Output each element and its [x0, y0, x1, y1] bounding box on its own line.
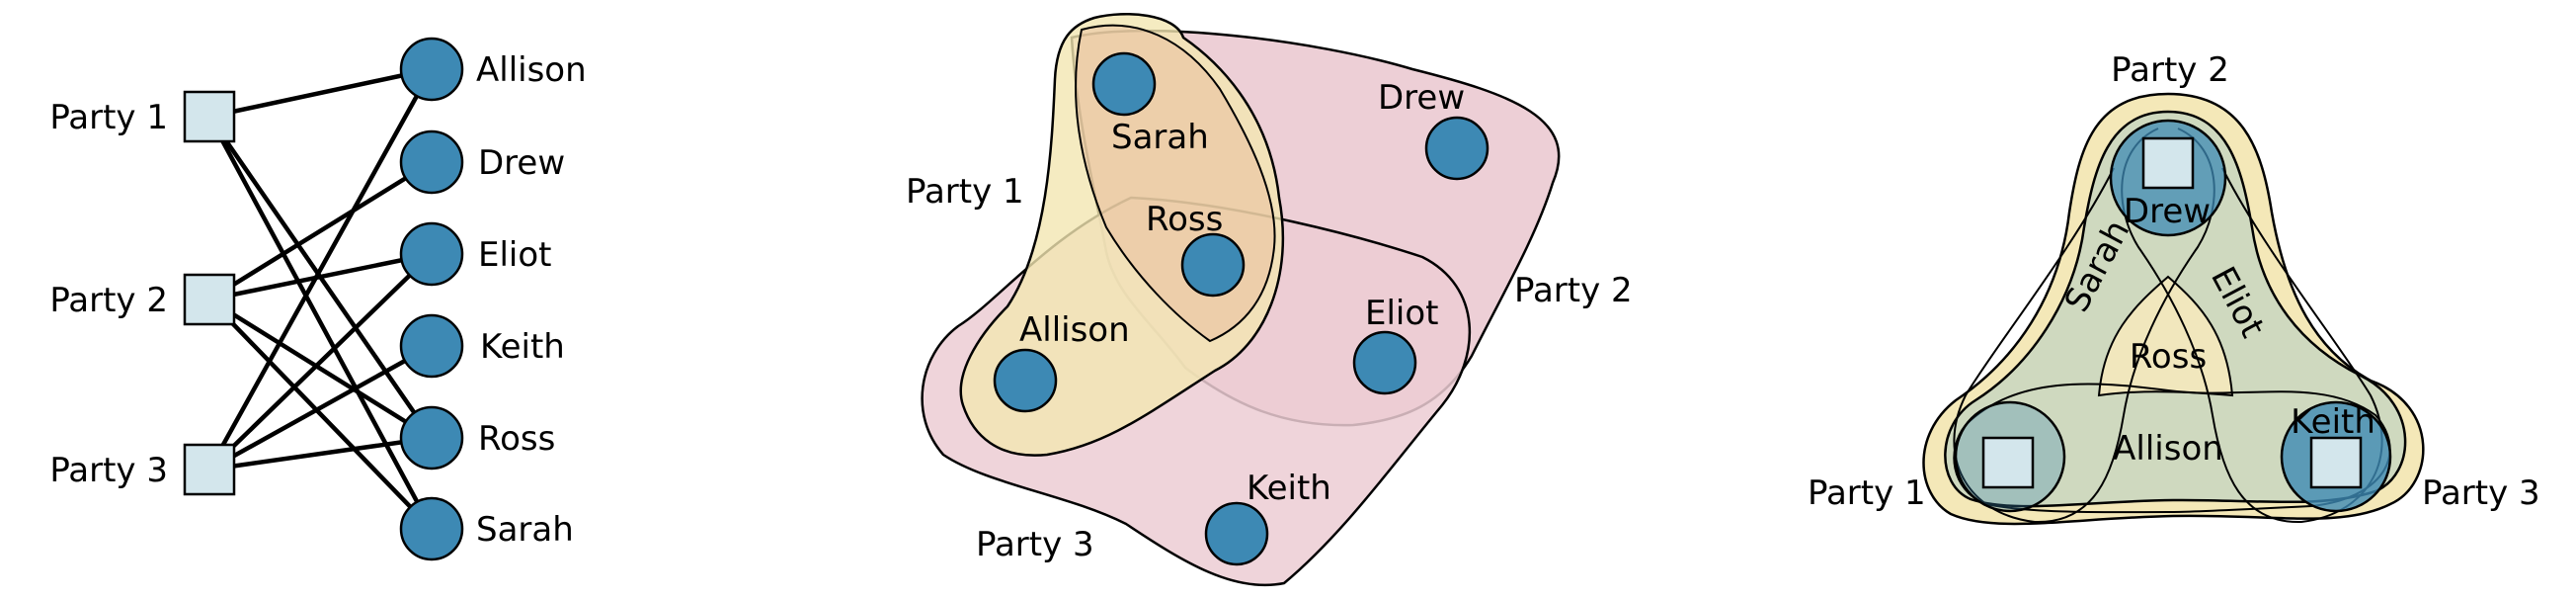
dual-party-node-1 [1981, 436, 2035, 489]
party-node-3 [183, 443, 236, 496]
hyper-node-sarah [1091, 51, 1157, 117]
edge-party3-eliot [206, 251, 435, 472]
edge-party2-drew [206, 159, 435, 302]
bipartite-edges [206, 66, 435, 532]
hyper-party-label-3: Party 3 [976, 525, 1094, 564]
hyper-node-keith [1204, 501, 1269, 566]
hyper-label-sarah: Sarah [1111, 118, 1209, 157]
edge-party3-ross [206, 435, 435, 472]
dual-panel: Party 2 Party 1 Party 3 Drew Sarah Eliot… [1808, 50, 2540, 526]
dual-party-node-2 [2141, 136, 2195, 190]
person-label-allison: Allison [476, 50, 587, 90]
hyperedge-party-1 [959, 13, 1285, 457]
hyper-node-allison [993, 348, 1058, 413]
person-node-ross [399, 405, 464, 471]
hyper-party-label-2: Party 2 [1514, 271, 1633, 310]
dual-label-keith: Keith [2291, 402, 2375, 442]
dual-party-label-2: Party 2 [2111, 50, 2229, 90]
party-node-1 [183, 90, 236, 143]
party-label-1: Party 1 [49, 98, 168, 137]
party-node-2 [183, 273, 236, 326]
dual-lobe-sarah [1953, 128, 2215, 524]
hyper-party-label-1: Party 1 [906, 172, 1024, 212]
bipartite-panel: Party 1 Party 2 Party 3 Allison Drew Eli… [49, 37, 587, 561]
hyper-label-allison: Allison [1019, 310, 1130, 350]
dual-label-drew: Drew [2124, 192, 2211, 231]
person-node-keith [399, 313, 464, 379]
dual-party-label-3: Party 3 [2422, 473, 2540, 513]
person-node-sarah [399, 496, 464, 561]
hyper-node-eliot [1352, 330, 1417, 395]
dual-party-node-3 [2309, 436, 2363, 489]
edge-party2-sarah [206, 297, 435, 532]
hyper-label-ross: Ross [1146, 200, 1223, 239]
person-label-drew: Drew [478, 143, 565, 183]
person-label-sarah: Sarah [476, 510, 574, 550]
party-label-2: Party 2 [49, 281, 168, 320]
edge-party2-ross [206, 297, 435, 441]
edge-party1-sarah [206, 114, 435, 532]
edge-party3-allison [206, 66, 435, 472]
hypergraph-panel: Sarah Drew Ross Allison Eliot Keith Part… [906, 13, 1633, 587]
hyper-label-eliot: Eliot [1365, 294, 1439, 333]
dual-label-allison: Allison [2113, 429, 2223, 469]
person-label-ross: Ross [478, 419, 555, 459]
person-label-eliot: Eliot [478, 235, 552, 275]
dual-center-region [2097, 275, 2234, 397]
dual-label-ross: Ross [2130, 337, 2207, 377]
party-label-3: Party 3 [49, 451, 168, 490]
person-node-eliot [399, 221, 464, 287]
hyper-node-drew [1424, 116, 1489, 181]
hyper-label-keith: Keith [1247, 469, 1331, 508]
edge-party2-eliot [206, 251, 435, 302]
edge-party3-keith [206, 343, 435, 472]
person-label-keith: Keith [480, 327, 565, 367]
hyper-node-ross [1180, 232, 1246, 298]
edge-party1-allison [206, 66, 435, 120]
hyper-label-drew: Drew [1378, 78, 1465, 118]
person-node-allison [399, 37, 464, 102]
person-node-drew [399, 129, 464, 195]
dual-party-label-1: Party 1 [1808, 473, 1926, 513]
